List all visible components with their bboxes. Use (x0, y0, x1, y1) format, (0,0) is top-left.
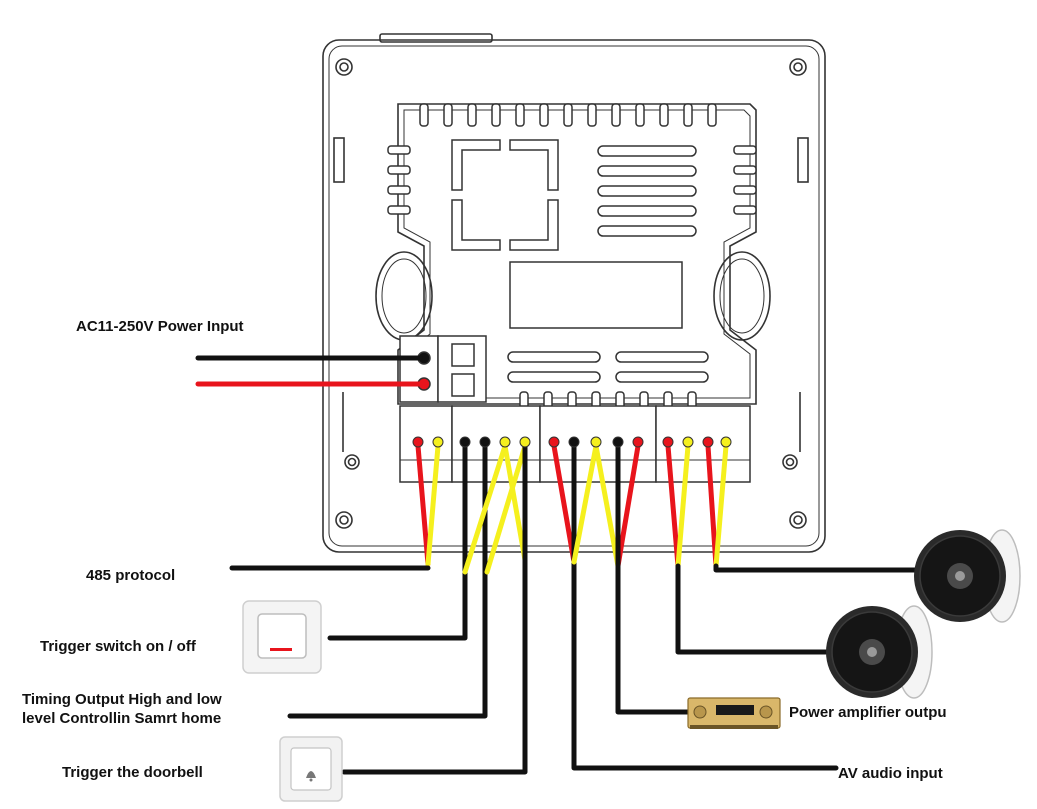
label-trigger-switch: Trigger switch on / off (40, 638, 197, 655)
wire-audio-red (551, 443, 577, 565)
wire-timing-output (287, 443, 488, 719)
wall-switch-icon (242, 600, 322, 674)
wire-audio-red-b (615, 443, 641, 569)
label-power-input: AC11-250V Power Input (76, 318, 244, 335)
mounting-hole-inner (381, 258, 427, 334)
screw-icon (789, 58, 807, 76)
vent-teeth-top (419, 103, 717, 127)
terminal-pin (412, 436, 424, 448)
wire-485-yellow (425, 443, 441, 567)
power-terminal-block (399, 335, 487, 403)
wire-speaker-red-b (705, 443, 719, 569)
label-485-protocol: 485 protocol (86, 567, 175, 584)
mounting-hole-inner (719, 258, 765, 334)
vent-teeth-side (387, 145, 757, 215)
screw-icon (782, 454, 798, 470)
terminal-pin (459, 436, 471, 448)
screw-icon (335, 511, 353, 529)
label-window (509, 261, 683, 329)
wire-speaker-2 (675, 563, 833, 655)
terminal-pin (499, 436, 511, 448)
screw-icon (335, 58, 353, 76)
terminal-group-485 (399, 405, 453, 483)
wire-speaker-1 (713, 563, 921, 573)
terminal-pin (720, 436, 732, 448)
label-power-amplifier: Power amplifier outpu (789, 704, 947, 721)
screw-icon (789, 511, 807, 529)
vent-slots (507, 145, 709, 383)
wire-speaker-yellow-b (713, 443, 729, 569)
terminal-pin (632, 436, 644, 448)
label-timing-output-line2: level Controllin Samrt home (22, 710, 222, 727)
terminal-pin (702, 436, 714, 448)
label-av-audio-input: AV audio input (838, 765, 943, 782)
wire-amplifier (615, 443, 691, 715)
label-trigger-doorbell: Trigger the doorbell (62, 764, 203, 781)
terminal-pin (519, 436, 531, 448)
wire-485-red (415, 443, 431, 567)
power-terminal-housing (399, 335, 439, 403)
wires (195, 355, 921, 775)
terminal-pin (682, 436, 694, 448)
label-timing-output: Timing Output High and low level Control… (22, 690, 222, 728)
terminal-pin (662, 436, 674, 448)
doorbell-button-icon (279, 736, 343, 802)
terminal-pins (412, 436, 732, 448)
amplifier-icon (687, 697, 781, 729)
terminal-pin (479, 436, 491, 448)
wire-audio-yellow-b (593, 443, 621, 569)
wire-trigger-switch (327, 443, 468, 641)
mounting-hole (713, 251, 771, 341)
side-slot (333, 137, 345, 183)
wire-speaker-yellow-a (675, 443, 691, 569)
wire-speaker-red-a (665, 443, 681, 569)
power-terminal-screw-slot (451, 373, 475, 397)
terminal-pin (432, 436, 444, 448)
screw-icon (344, 454, 360, 470)
wire-trigger-yellow-a (462, 443, 508, 575)
side-slot (797, 137, 809, 183)
terminal-pin (612, 436, 624, 448)
wire-audio-yellow-a (571, 443, 599, 565)
power-terminal-screw-slot (451, 343, 475, 367)
wire-trigger-yellow-c (502, 443, 528, 563)
ceiling-speaker-icon (914, 529, 1021, 623)
ceiling-speaker-icon (826, 605, 933, 699)
terminal-pin (568, 436, 580, 448)
label-timing-output-line1: Timing Output High and low (22, 691, 222, 708)
terminal-pin (590, 436, 602, 448)
terminal-pin (548, 436, 560, 448)
wire-trigger-yellow-b (484, 443, 528, 575)
top-tab (379, 33, 493, 43)
bracket-frame (451, 139, 559, 251)
wire-doorbell (341, 443, 528, 775)
